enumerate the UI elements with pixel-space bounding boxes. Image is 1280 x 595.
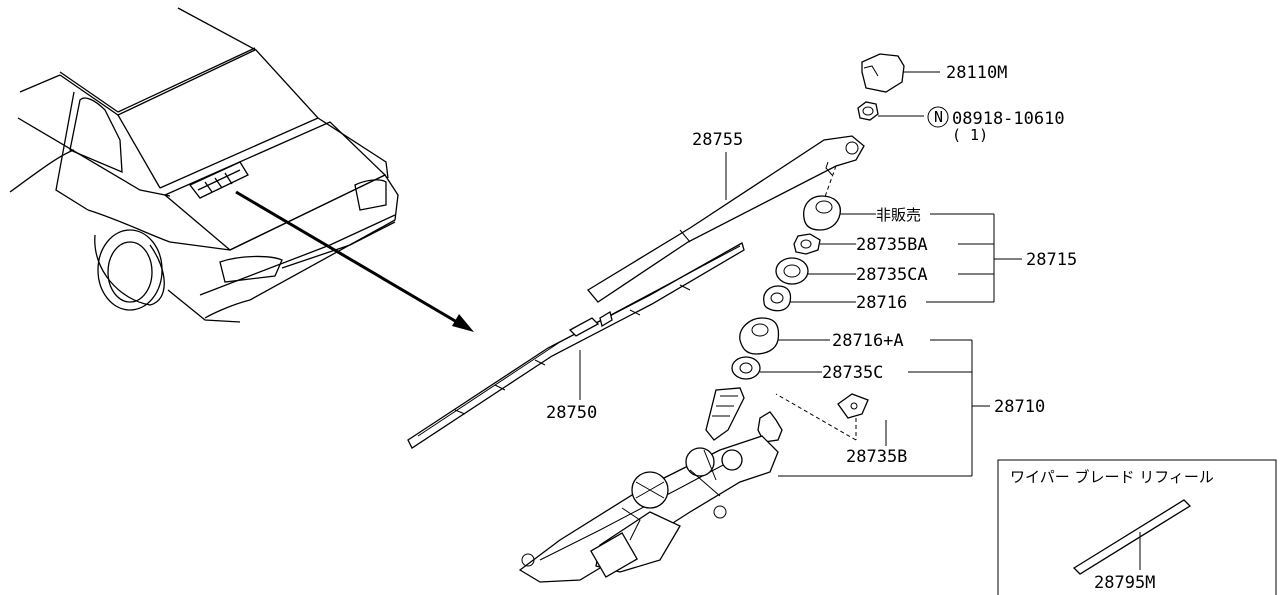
label-nut-symbol: N: [934, 108, 943, 126]
wiper-arm: [587, 135, 865, 303]
motor-linkage: [518, 387, 783, 583]
label-group-28710: 28710: [994, 397, 1045, 417]
label-refill-title: ワイパー ブレード リフィール: [1010, 468, 1214, 486]
label-28716: 28716: [856, 293, 907, 313]
car-illustration: [9, 7, 399, 323]
label-28735ba: 28735BA: [856, 235, 928, 255]
label-group-28715: 28715: [1026, 250, 1077, 270]
label-28735ca: 28735CA: [856, 265, 928, 285]
cap-part: [861, 53, 940, 93]
label-nut: 08918-10610: [952, 109, 1065, 129]
label-arm: 28755: [692, 130, 743, 150]
label-28716a: 28716+A: [832, 331, 904, 351]
label-28735c: 28735C: [822, 363, 883, 383]
pointer-arrow: [235, 190, 474, 332]
label-not-for-sale: 非販売: [876, 206, 921, 224]
clip-part: [775, 393, 887, 446]
label-cap: 28110M: [946, 63, 1007, 83]
label-blade: 28750: [546, 403, 597, 423]
label-refill: 28795M: [1094, 573, 1155, 593]
leader-brackets: [778, 213, 1022, 477]
bushing-stack: [731, 195, 876, 380]
label-nut-qty: ( 1): [952, 126, 988, 144]
refill-inset: [997, 459, 1277, 595]
nut-part: [857, 101, 949, 128]
wiper-blade: [407, 242, 745, 449]
label-28735b: 28735B: [846, 447, 907, 467]
